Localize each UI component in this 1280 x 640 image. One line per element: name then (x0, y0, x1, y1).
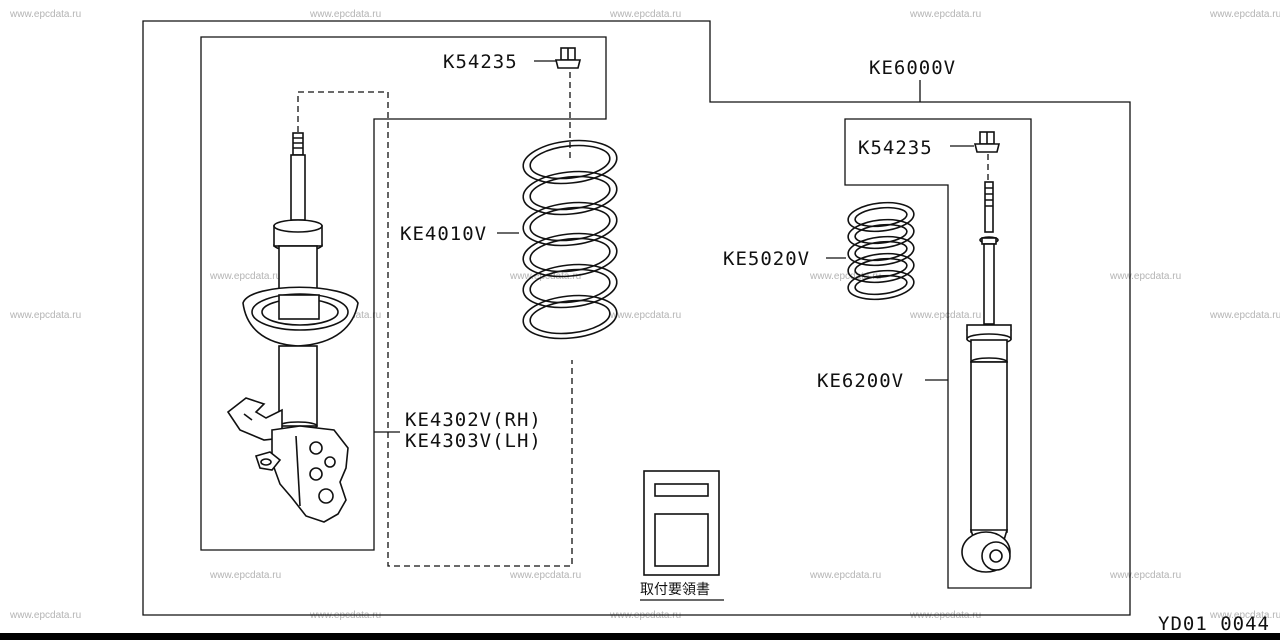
front-strut-icon (226, 132, 359, 523)
kit-frame (142, 20, 1131, 616)
watermark: www.epcdata.ru (9, 610, 81, 621)
watermark: www.epcdata.ru (1209, 9, 1280, 20)
watermark: www.epcdata.ru (1109, 570, 1181, 581)
watermark: www.epcdata.ru (509, 570, 581, 581)
label-strut-lh: KE4303V(LH) (405, 430, 542, 452)
front-spring-icon (522, 139, 618, 340)
rear-spring-icon (847, 201, 915, 301)
watermark: www.epcdata.ru (1209, 610, 1280, 621)
rear-absorber-frame (844, 118, 1032, 589)
label-rear-spring: KE5020V (723, 248, 810, 270)
watermark: www.epcdata.ru (909, 9, 981, 20)
watermark: www.epcdata.ru (1209, 310, 1280, 321)
label-nut-front: K54235 (443, 51, 518, 73)
nut-rear-icon (973, 131, 1001, 153)
watermark: www.epcdata.ru (909, 310, 981, 321)
rear-absorber-icon (961, 181, 1012, 573)
label-manual: 取付要領書 (640, 581, 710, 598)
front-strut-frame (200, 36, 607, 551)
watermark: www.epcdata.ru (809, 570, 881, 581)
watermark: www.epcdata.ru (9, 310, 81, 321)
diagram-code: YD01 0044 (1158, 613, 1270, 635)
watermark: www.epcdata.ru (209, 271, 281, 282)
manual-icon (643, 470, 720, 576)
watermark: www.epcdata.ru (609, 310, 681, 321)
watermark: www.epcdata.ru (809, 271, 881, 282)
label-strut-rh: KE4302V(RH) (405, 409, 542, 431)
watermark: www.epcdata.ru (609, 9, 681, 20)
watermark: www.epcdata.ru (9, 9, 81, 20)
watermark: www.epcdata.ru (309, 9, 381, 20)
nut-front-icon (554, 47, 582, 69)
watermark: www.epcdata.ru (1109, 271, 1181, 282)
bottom-bar (0, 633, 1280, 640)
label-kit: KE6000V (869, 57, 956, 79)
strut-dash-guide (297, 91, 573, 567)
label-rear-absorber: KE6200V (817, 370, 904, 392)
watermark: www.epcdata.ru (209, 570, 281, 581)
label-front-spring: KE4010V (400, 223, 487, 245)
label-nut-rear: K54235 (858, 137, 933, 159)
